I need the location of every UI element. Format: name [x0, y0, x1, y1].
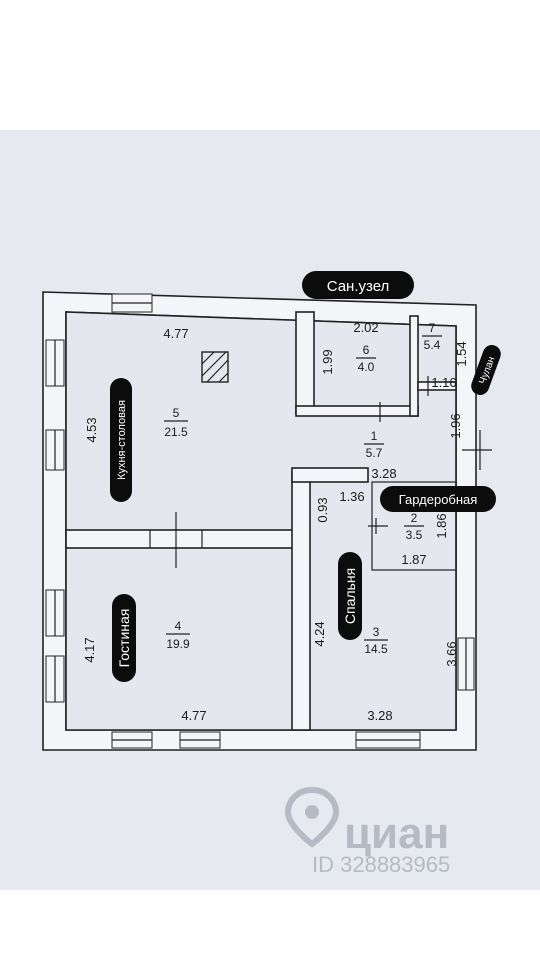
dim-corridor-width: 0.93 — [315, 497, 330, 522]
room-6-number: 6 — [363, 343, 370, 357]
label-bathroom: Сан.узел — [302, 271, 414, 299]
label-bedroom: Спальня — [338, 552, 362, 640]
dim-bath-top: 2.02 — [353, 320, 378, 335]
label-kitchen: Кухня-столовая — [110, 378, 132, 502]
room-3-number: 3 — [373, 625, 380, 639]
svg-text:Гостиная: Гостиная — [116, 609, 132, 668]
dimensions: 4.77 4.53 2.02 1.99 1.54 1.16 1.96 3.28 … — [82, 320, 469, 723]
dim-dress-top: 1.36 — [339, 489, 364, 504]
dim-closet-right: 1.54 — [454, 341, 469, 366]
label-closet: Чулан — [471, 345, 501, 395]
dim-kitchen-top: 4.77 — [163, 326, 188, 341]
floor-plan: 6 4.0 7 5.4 5 21.5 1 5.7 2 3.5 4 19.9 3 … — [42, 271, 501, 877]
dim-bedroom-bottom: 3.28 — [367, 708, 392, 723]
watermark-id: ID 328883965 — [312, 852, 450, 877]
room-5: 5 21.5 — [164, 406, 188, 439]
room-4-number: 4 — [175, 619, 182, 633]
svg-text:Гардеробная: Гардеробная — [399, 492, 478, 507]
room-1: 1 5.7 — [364, 429, 384, 460]
dim-bath-left: 1.99 — [320, 349, 335, 374]
svg-text:Спальня: Спальня — [342, 568, 358, 624]
room-7-area: 5.4 — [424, 338, 441, 352]
chimney-icon — [201, 351, 229, 383]
label-dressing: Гардеробная — [380, 486, 496, 512]
room-1-number: 1 — [371, 429, 378, 443]
windows — [45, 293, 475, 749]
room-6-area: 4.0 — [358, 360, 375, 374]
dim-dress-right: 1.86 — [434, 513, 449, 538]
room-3-area: 14.5 — [364, 642, 388, 656]
room-2-area: 3.5 — [406, 528, 423, 542]
room-7-number: 7 — [429, 321, 436, 335]
room-4: 4 19.9 — [166, 619, 190, 651]
room-1-area: 5.7 — [366, 446, 383, 460]
room-5-area: 21.5 — [164, 425, 188, 439]
room-3: 3 14.5 — [364, 625, 388, 656]
room-2: 2 3.5 — [404, 511, 424, 542]
label-living: Гостиная — [112, 594, 136, 682]
doors — [149, 376, 492, 568]
interior-walls — [65, 311, 457, 731]
room-5-number: 5 — [173, 406, 180, 420]
svg-text:Кухня-столовая: Кухня-столовая — [116, 400, 128, 480]
room-2-number: 2 — [411, 511, 418, 525]
dim-closet-bottom: 1.16 — [431, 375, 456, 390]
dim-bedroom-right: 3.66 — [444, 641, 459, 666]
location-pin-icon — [284, 786, 340, 848]
dim-living-left: 4.17 — [82, 637, 97, 662]
room-7: 7 5.4 — [422, 321, 442, 352]
room-4-area: 19.9 — [166, 637, 190, 651]
dim-hall-right: 1.96 — [448, 413, 463, 438]
dim-hall-bottom: 3.28 — [371, 466, 396, 481]
room-6: 6 4.0 — [356, 343, 376, 374]
dim-dress-bottom: 1.87 — [401, 552, 426, 567]
dim-bedroom-left: 4.24 — [312, 621, 327, 646]
watermark: циан ID 328883965 — [284, 786, 450, 877]
svg-text:Сан.узел: Сан.узел — [327, 278, 390, 295]
dim-living-bottom: 4.77 — [181, 708, 206, 723]
watermark-brand: циан — [344, 809, 449, 858]
plan-paper: 6 4.0 7 5.4 5 21.5 1 5.7 2 3.5 4 19.9 3 … — [0, 130, 540, 890]
dim-kitchen-left: 4.53 — [84, 417, 99, 442]
